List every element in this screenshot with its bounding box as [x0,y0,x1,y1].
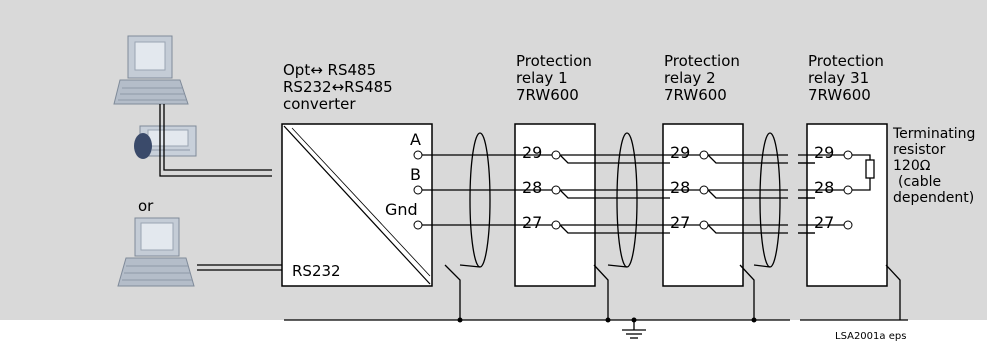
relay-31-pin: 27 [814,213,834,232]
relay-1-title: Protection relay 1 7RW600 [516,52,597,104]
port-b-label: B [410,165,421,184]
converter-title-line: RS232↔RS485 [283,78,393,96]
footer-strip [0,320,987,345]
ground-wiring [284,264,908,321]
relay-1-pin: 28 [522,178,542,197]
relay-title-line: 7RW600 [808,86,871,104]
relay-title-line: Protection [808,52,884,70]
relay-1-pin: 29 [522,143,542,162]
relay-title-line: Protection [664,52,740,70]
converter-terminals [413,150,423,230]
converter-title-line: converter [283,95,356,113]
relay-title-line: relay 2 [664,69,716,87]
port-a-label: A [410,130,421,149]
bus-break [788,150,798,240]
converter-diagonal [283,125,431,285]
resistor-icon [852,154,875,191]
terminator-line: dependent) [893,190,974,206]
laptop-computer-icon [117,217,195,287]
relay-title-line: 7RW600 [516,86,579,104]
relay-title-line: 7RW600 [664,86,727,104]
relay-2-title: Protection relay 2 7RW600 [664,52,745,104]
converter-title: Opt↔ RS485 RS232↔RS485 converter [283,61,398,113]
footer-code: LSA2001a eps [835,331,906,342]
relay-31-pin: 29 [814,143,834,162]
port-rs232-label: RS232 [292,262,341,280]
relay-2-pin: 28 [670,178,690,197]
relay-2-pin: 29 [670,143,690,162]
computer-cables [159,104,282,271]
port-gnd-label: Gnd [385,200,418,219]
relay-title-line: relay 31 [808,69,869,87]
terminator-line: resistor [893,142,946,158]
relay-1-pin: 27 [522,213,542,232]
ground-icon [622,320,646,339]
terminator-line: (cable [898,174,941,190]
converter-title-line: Opt↔ RS485 [283,61,376,79]
terminator-line: Terminating [892,126,975,142]
converter-diagonal-inner [291,127,431,277]
bus-wires [422,154,844,234]
relay-31-pin: 28 [814,178,834,197]
terminator-line: 120Ω [893,158,931,174]
relay-title-line: Protection [516,52,592,70]
relay-31-title: Protection relay 31 7RW600 [808,52,889,104]
or-label: or [138,197,154,215]
desktop-computer-icon [113,35,189,105]
modem-icon [134,125,197,159]
relay-2-pin: 27 [670,213,690,232]
terminator-note: Terminating resistor 120Ω (cable depende… [892,126,980,206]
ground-junctions [457,317,757,323]
relay-title-line: relay 1 [516,69,568,87]
